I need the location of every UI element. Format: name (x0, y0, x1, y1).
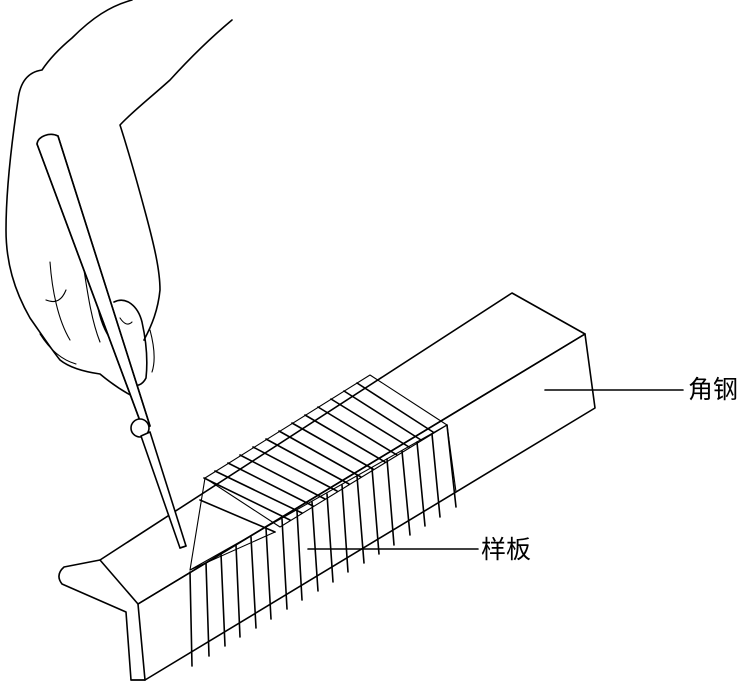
knuckle-lines (45, 289, 133, 325)
scriber-tip (179, 545, 187, 549)
finger-crease-2 (83, 269, 101, 343)
scriber-collar (130, 418, 150, 438)
finger-crease-1 (49, 261, 71, 341)
scriber-edge-right (57, 135, 151, 427)
scriber-needle (140, 431, 187, 549)
scriber-edge-left (36, 143, 144, 430)
label-angle-steel: 角钢 (688, 375, 738, 404)
template-front-hatching (189, 424, 457, 667)
template (189, 374, 457, 667)
finger-tip-lines (39, 329, 155, 373)
hand-back-outline (119, 19, 233, 341)
template-top-hatching (199, 382, 434, 533)
template-top-outline (204, 374, 448, 528)
scriber-body (36, 133, 151, 430)
angle-steel-front-face (137, 333, 596, 681)
scriber (36, 133, 187, 549)
hand-outline (5, 0, 137, 399)
angle-steel-end-profile (58, 559, 146, 681)
angle-steel (58, 292, 596, 681)
label-template: 样板 (481, 535, 531, 564)
